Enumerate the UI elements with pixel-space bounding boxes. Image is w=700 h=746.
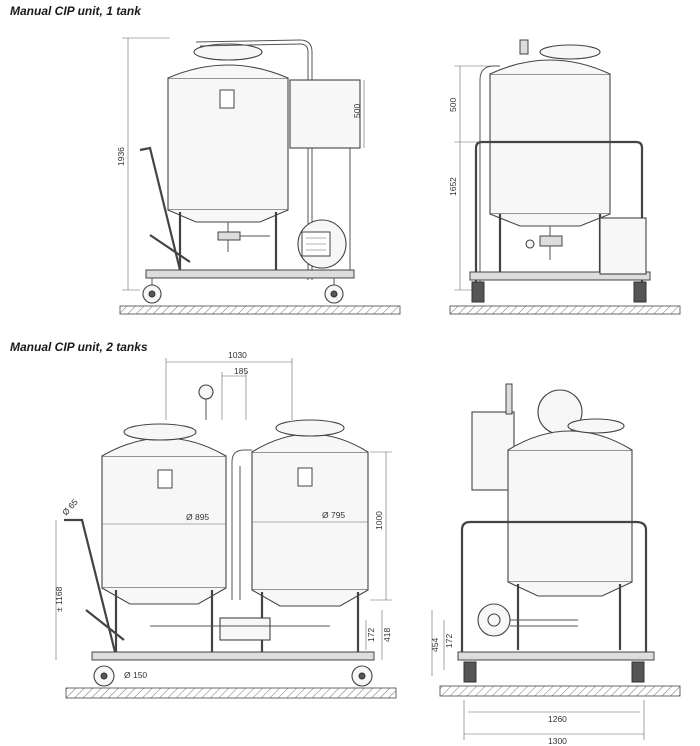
dim-dia-795: Ø 795 [322,510,345,520]
vent-valve [519,39,529,55]
view-2tanks-side: 172 454 1260 1300 [430,383,681,746]
floor [119,305,401,315]
wheel-2-side-right [631,661,645,683]
dim-500-side: 500 [448,98,458,112]
dim-454: 454 [430,638,440,652]
base-frame [145,269,355,279]
base-frame-2 [91,651,375,661]
dim-185: 185 [234,366,248,376]
pressure-gauge [198,384,214,400]
dim-dia-150: Ø 150 [124,670,147,680]
view-1tank-front: 1936 500 [116,37,401,315]
floor-2 [65,687,397,699]
dim-172-side: 172 [444,634,454,648]
dim-1168: ± 1168 [54,586,64,612]
title-one-tank: Manual CIP unit, 1 tank [10,4,141,18]
manhole-cover [193,43,263,61]
title-two-tanks: Manual CIP unit, 2 tanks [10,340,148,354]
view-2tanks-front: 1030 185 Ø 895 Ø 795 1000 Ø 65 [54,350,397,699]
dim-418: 418 [382,628,392,642]
wheel-side-right [633,281,647,303]
dim-500: 500 [352,104,362,118]
label-plate [219,89,235,109]
base-frame-2-side [457,651,655,661]
dim-dia-65: Ø 65 [60,497,80,518]
dim-1936: 1936 [116,147,126,166]
floor-side [449,305,681,315]
dim-1300: 1300 [548,736,567,746]
wheel-2-side-left [463,661,477,683]
control-box-2 [471,411,515,491]
tank-cone [167,209,289,223]
wheel-side-left [471,281,485,303]
floor-2-side [439,685,681,697]
dim-1030: 1030 [228,350,247,360]
control-box [289,79,361,149]
dim-dia-895: Ø 895 [186,512,209,522]
dim-172: 172 [366,628,376,642]
dim-1260: 1260 [548,714,567,724]
dim-1000: 1000 [374,511,384,530]
dim-1652: 1652 [448,177,458,196]
tank-lid [167,64,289,79]
tank-side-2 [507,449,633,583]
tank-body-side [489,73,611,215]
view-1tank-side: 500 1652 [448,39,681,315]
